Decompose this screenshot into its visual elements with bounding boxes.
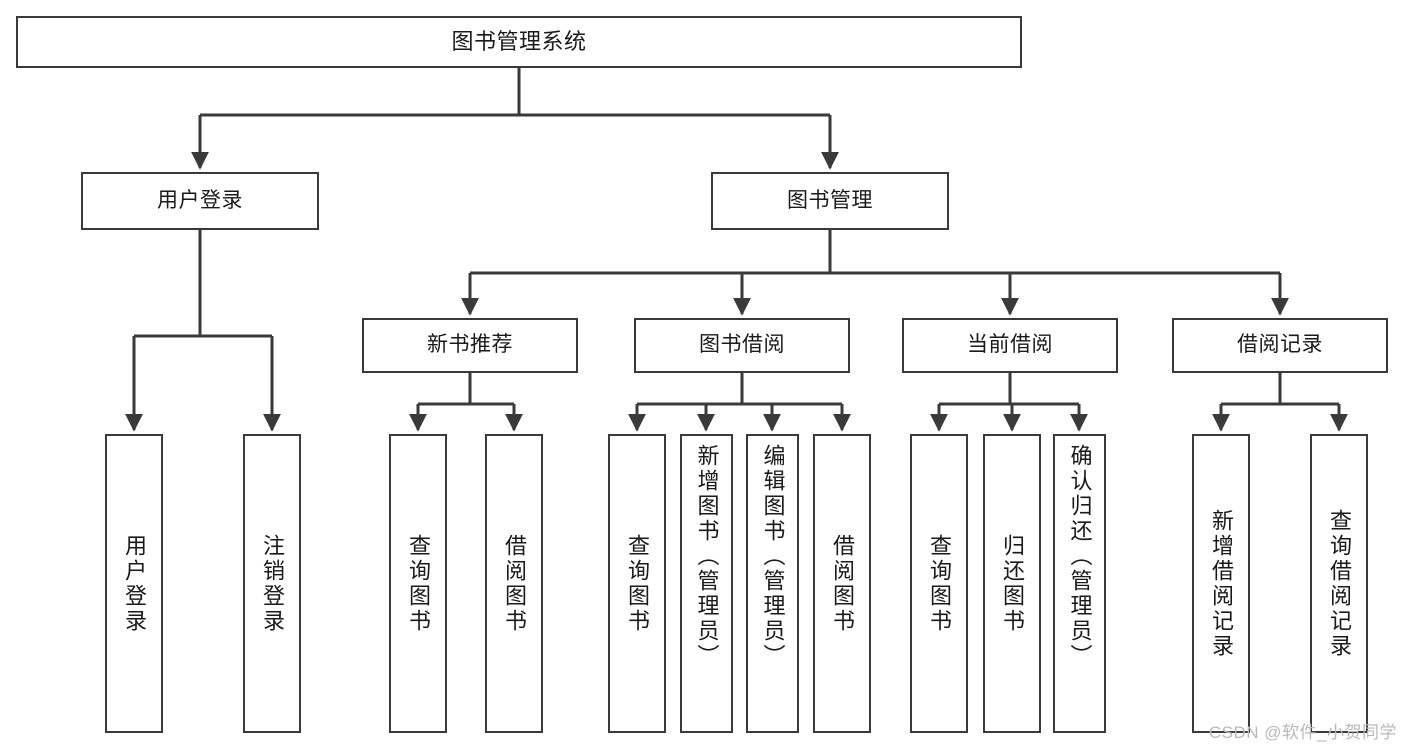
leaf-edit-book-admin-label: 编辑图书（管理员）: [760, 444, 786, 669]
node-book-management[interactable]: 图书管理: [711, 172, 949, 230]
node-borrow-records-label: 借阅记录: [1237, 333, 1323, 357]
leaf-add-book-admin[interactable]: 新增图书（管理员）: [680, 434, 733, 733]
leaf-borrow-books-new-label: 借阅图书: [502, 533, 527, 634]
leaf-return-books-label: 归还图书: [1000, 533, 1025, 634]
node-new-book-recommend[interactable]: 新书推荐: [362, 318, 578, 373]
leaf-edit-book-admin[interactable]: 编辑图书（管理员）: [746, 434, 799, 733]
leaf-borrow-books-label: 借阅图书: [830, 533, 855, 634]
leaf-logout-label: 注销登录: [260, 533, 285, 634]
node-user-login[interactable]: 用户登录: [81, 172, 319, 230]
node-root[interactable]: 图书管理系统: [16, 16, 1022, 68]
leaf-confirm-return-admin[interactable]: 确认归还（管理员）: [1053, 434, 1106, 733]
leaf-query-books-borrow[interactable]: 查询图书: [608, 434, 666, 733]
leaf-query-books-new[interactable]: 查询图书: [389, 434, 447, 733]
node-book-borrow-label: 图书借阅: [699, 333, 785, 357]
leaf-borrow-books-new[interactable]: 借阅图书: [485, 434, 543, 733]
leaf-query-borrow-record-label: 查询借阅记录: [1327, 508, 1352, 659]
leaf-query-books-current-label: 查询图书: [927, 533, 952, 634]
leaf-user-login-label: 用户登录: [122, 533, 147, 634]
leaf-return-books[interactable]: 归还图书: [983, 434, 1041, 733]
node-new-book-recommend-label: 新书推荐: [427, 333, 513, 357]
leaf-query-books-borrow-label: 查询图书: [625, 533, 650, 634]
node-current-borrow[interactable]: 当前借阅: [902, 318, 1118, 373]
leaf-query-books-new-label: 查询图书: [406, 533, 431, 634]
leaf-query-borrow-record[interactable]: 查询借阅记录: [1310, 434, 1368, 733]
leaf-add-book-admin-label: 新增图书（管理员）: [694, 444, 720, 669]
leaf-query-books-current[interactable]: 查询图书: [910, 434, 968, 733]
leaf-add-borrow-record-label: 新增借阅记录: [1209, 508, 1234, 659]
node-current-borrow-label: 当前借阅: [967, 333, 1053, 357]
leaf-logout[interactable]: 注销登录: [243, 434, 301, 733]
leaf-confirm-return-admin-label: 确认归还（管理员）: [1067, 444, 1093, 669]
node-root-label: 图书管理系统: [451, 29, 587, 55]
node-user-login-label: 用户登录: [157, 188, 243, 212]
node-book-borrow[interactable]: 图书借阅: [634, 318, 850, 373]
leaf-borrow-books[interactable]: 借阅图书: [813, 434, 871, 733]
node-borrow-records[interactable]: 借阅记录: [1172, 318, 1388, 373]
node-book-management-label: 图书管理: [787, 188, 873, 212]
leaf-user-login[interactable]: 用户登录: [105, 434, 163, 733]
watermark: CSDN @软件_小贺同学: [1208, 723, 1397, 742]
leaf-add-borrow-record[interactable]: 新增借阅记录: [1192, 434, 1250, 733]
